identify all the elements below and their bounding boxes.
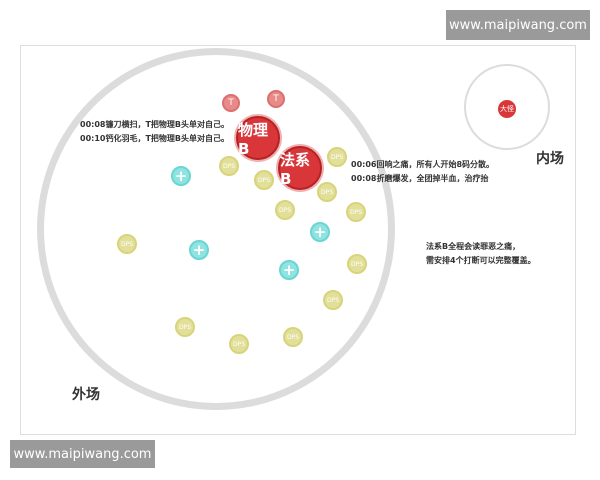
dps-marker: DPS (283, 327, 303, 347)
outer-zone-label: 外场 (72, 387, 100, 403)
dps-marker: DPS (323, 290, 343, 310)
note-right: 00:06回响之痛，所有人开始8码分散。 00:08折磨爆发，全团掉半血，治疗抬 (351, 158, 494, 186)
dps-marker: DPS (219, 156, 239, 176)
dps-marker: DPS (175, 317, 195, 337)
note-line: 00:08折磨爆发，全团掉半血，治疗抬 (351, 174, 489, 183)
dps-marker: DPS (229, 334, 249, 354)
physical-boss-marker: 物理B (236, 116, 280, 160)
note-line: 00:08镰刀横扫，T把物理B头单对自己。 (80, 120, 230, 129)
magic-boss-marker: 法系B (278, 146, 322, 190)
tank-marker: T (267, 90, 285, 108)
healer-marker: + (279, 260, 299, 280)
dps-marker: DPS (117, 234, 137, 254)
dps-marker: DPS (254, 170, 274, 190)
healer-marker: + (310, 222, 330, 242)
note-left: 00:08镰刀横扫，T把物理B头单对自己。 00:10钙化羽毛，T把物理B头单对… (80, 118, 229, 146)
diagram-frame (20, 45, 576, 435)
healer-marker: + (189, 240, 209, 260)
note-line: 法系B全程会读罪恶之痛， (426, 242, 521, 251)
note-bottom-right: 法系B全程会读罪恶之痛， 需安排4个打断可以完整覆盖。 (426, 240, 536, 268)
dps-marker: DPS (347, 254, 367, 274)
outer-ring (37, 48, 395, 410)
note-line: 需安排4个打断可以完整覆盖。 (426, 256, 536, 265)
note-line: 00:10钙化羽毛，T把物理B头单对自己。 (80, 134, 230, 143)
watermark-bottom: www.maipiwang.com (10, 440, 155, 468)
dps-marker: DPS (327, 147, 347, 167)
tank-marker: T (222, 94, 240, 112)
dps-marker: DPS (346, 202, 366, 222)
dps-marker: DPS (317, 182, 337, 202)
inner-zone-label: 内场 (536, 151, 564, 167)
inner-ring (464, 64, 550, 150)
healer-marker: + (171, 166, 191, 186)
big-monster-marker: 大怪 (498, 100, 516, 118)
dps-marker: DPS (275, 200, 295, 220)
watermark-top: www.maipiwang.com (446, 10, 590, 40)
note-line: 00:06回响之痛，所有人开始8码分散。 (351, 160, 495, 169)
